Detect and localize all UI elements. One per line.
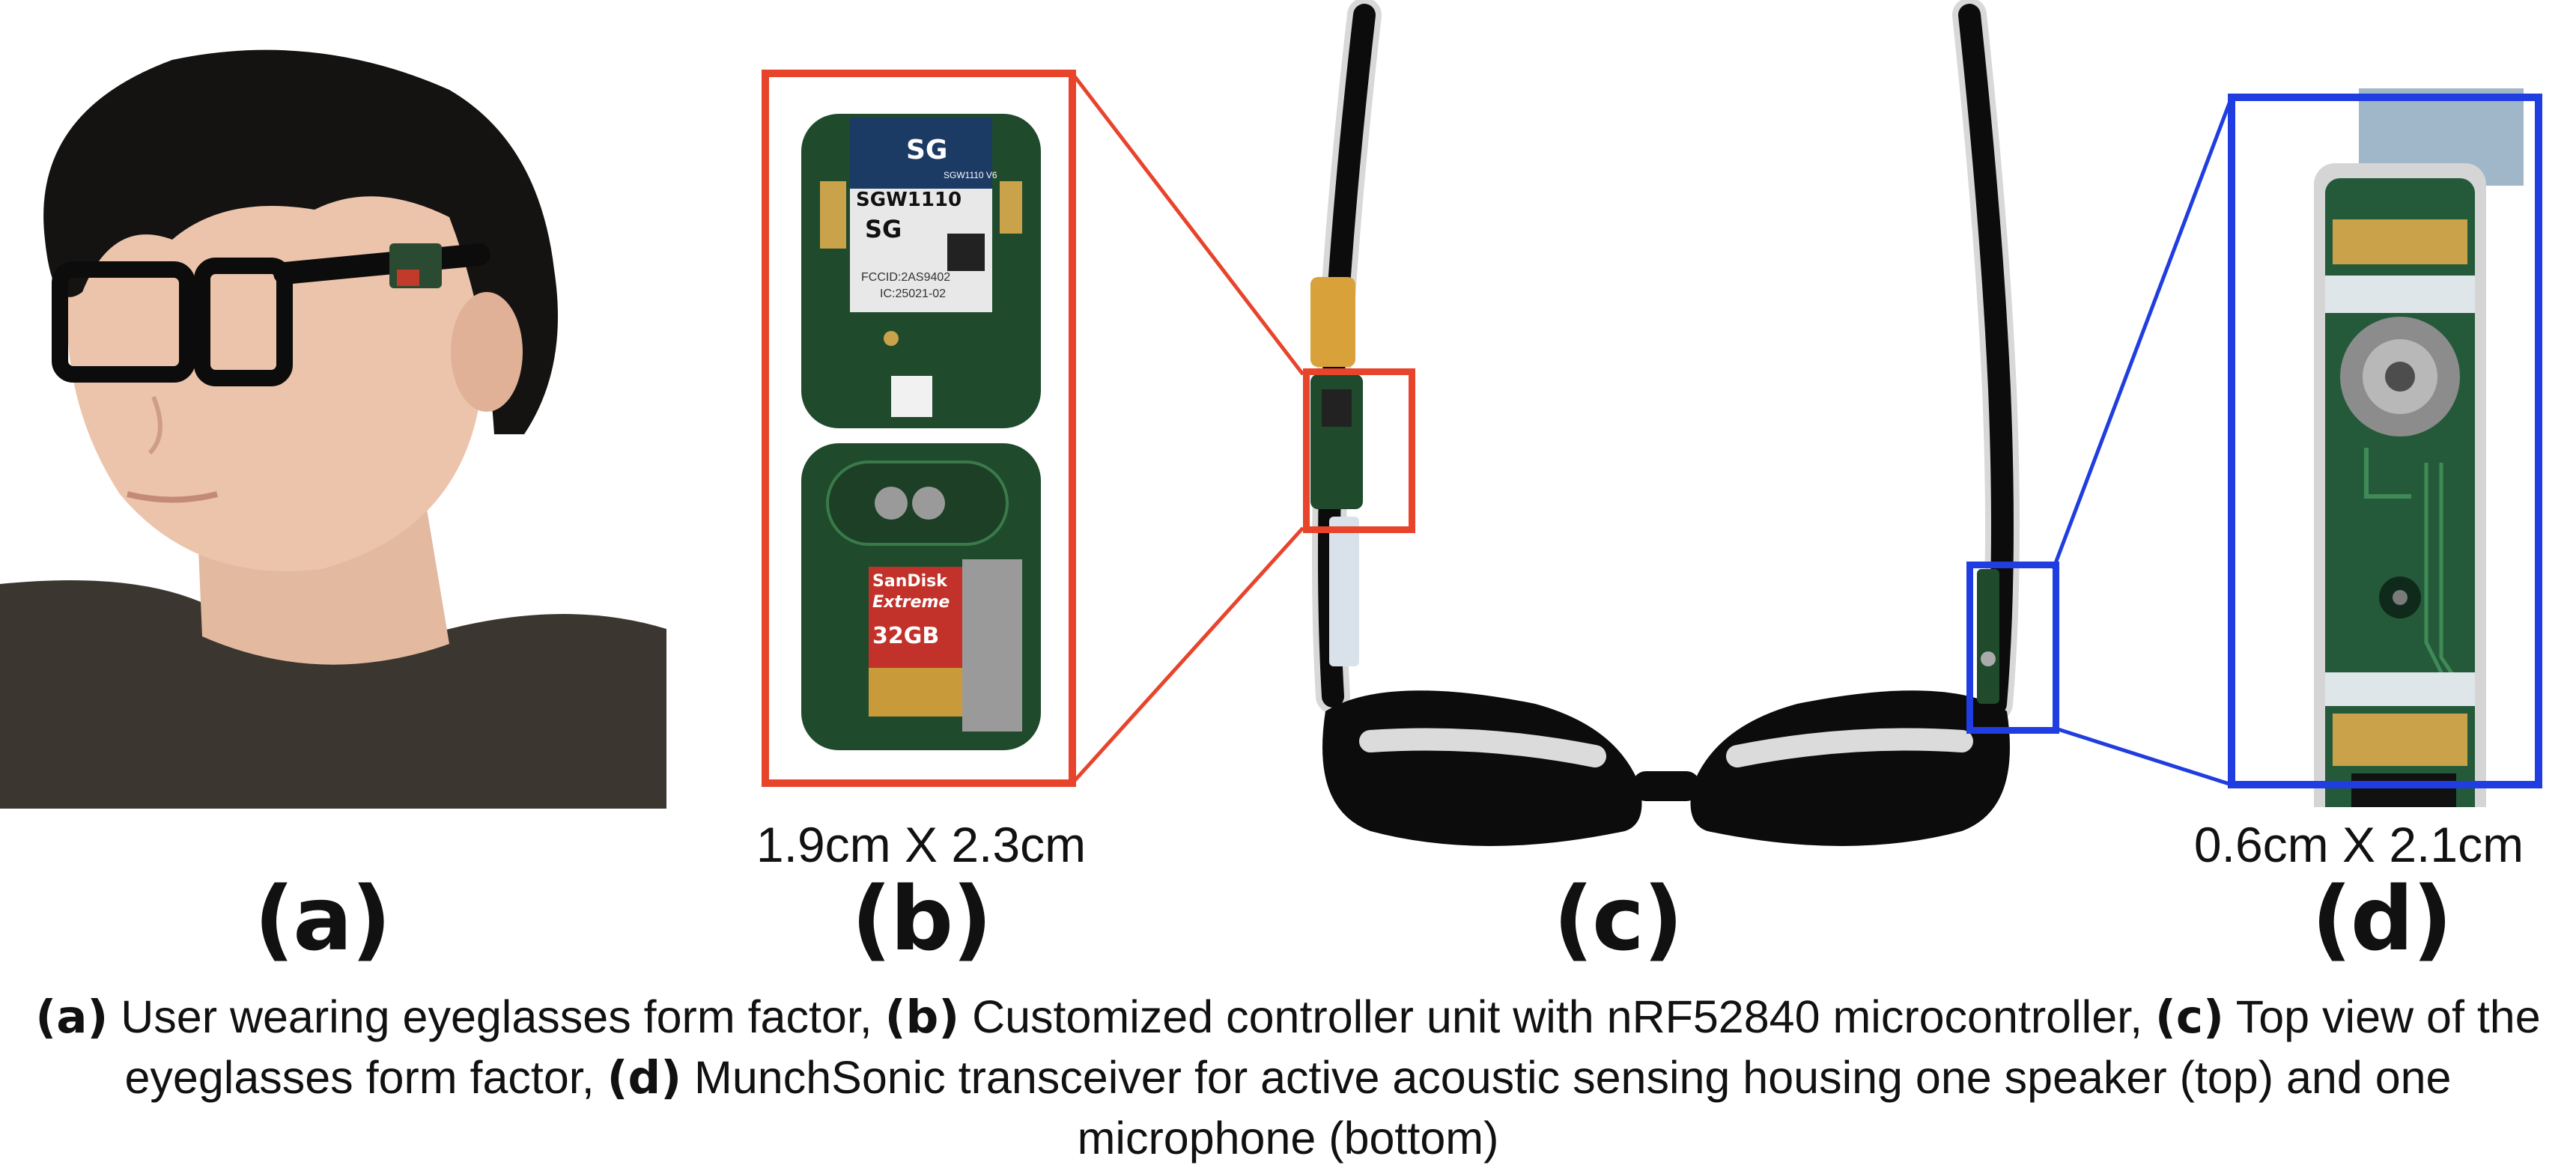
panel-d-transceiver [2232, 88, 2546, 807]
module-brand-small-text: SG [865, 215, 902, 243]
sd-card-size-text: 32GB [872, 623, 940, 649]
panel-a-label: (a) [254, 867, 392, 970]
controller-callout-box-small [1303, 368, 1415, 533]
caption-c-tag: (c) [2154, 991, 2224, 1044]
transceiver-callout-box-small [1966, 562, 2059, 734]
caption-a-text: User wearing eyeglasses form factor, [108, 991, 885, 1042]
module-brand-text: SG [906, 135, 948, 165]
eyeglasses-top-view-image [1310, 0, 2020, 846]
panel-c-glasses-top-view [1198, 0, 2142, 869]
panel-c-label: (c) [1553, 867, 1683, 970]
controller-dimension-text: 1.9cm X 2.3cm [756, 817, 1087, 872]
ic-number-text: IC:25021-02 [880, 288, 947, 300]
caption-b-text: Customized controller unit with nRF52840… [959, 991, 2155, 1042]
panel-b-label: (b) [851, 867, 992, 970]
panel-d-label: (d) [2311, 867, 2452, 970]
sd-card-line-text: Extreme [872, 593, 950, 612]
caption-d-tag: (d) [607, 1051, 682, 1104]
controller-pcb-image [801, 114, 1041, 750]
caption-a-tag: (a) [35, 991, 109, 1044]
transceiver-dimension-text: 0.6cm X 2.1cm [2193, 817, 2524, 872]
caption-d-text: MunchSonic transceiver for active acoust… [681, 1052, 2452, 1164]
panel-b-controller: SG SGW1110 V6 SGW1110 SG FCCID:2AS9402 I… [756, 69, 1086, 788]
caption-b-tag: (b) [884, 991, 960, 1044]
fcc-id-text: FCCID:2AS9402 [861, 271, 951, 284]
person-wearing-glasses-image [0, 49, 666, 809]
transceiver-pcb-image [2314, 88, 2524, 807]
module-name-text: SGW1110 [856, 189, 962, 211]
figure-caption: (a) User wearing eyeglasses form factor,… [30, 987, 2546, 1168]
caption-c-text: Top view of the eyeglasses form factor, [124, 991, 2541, 1103]
sd-card-brand-text: SanDisk [872, 572, 947, 591]
panel-a-photo [0, 45, 666, 809]
module-version-text: SGW1110 V6 [944, 170, 997, 180]
